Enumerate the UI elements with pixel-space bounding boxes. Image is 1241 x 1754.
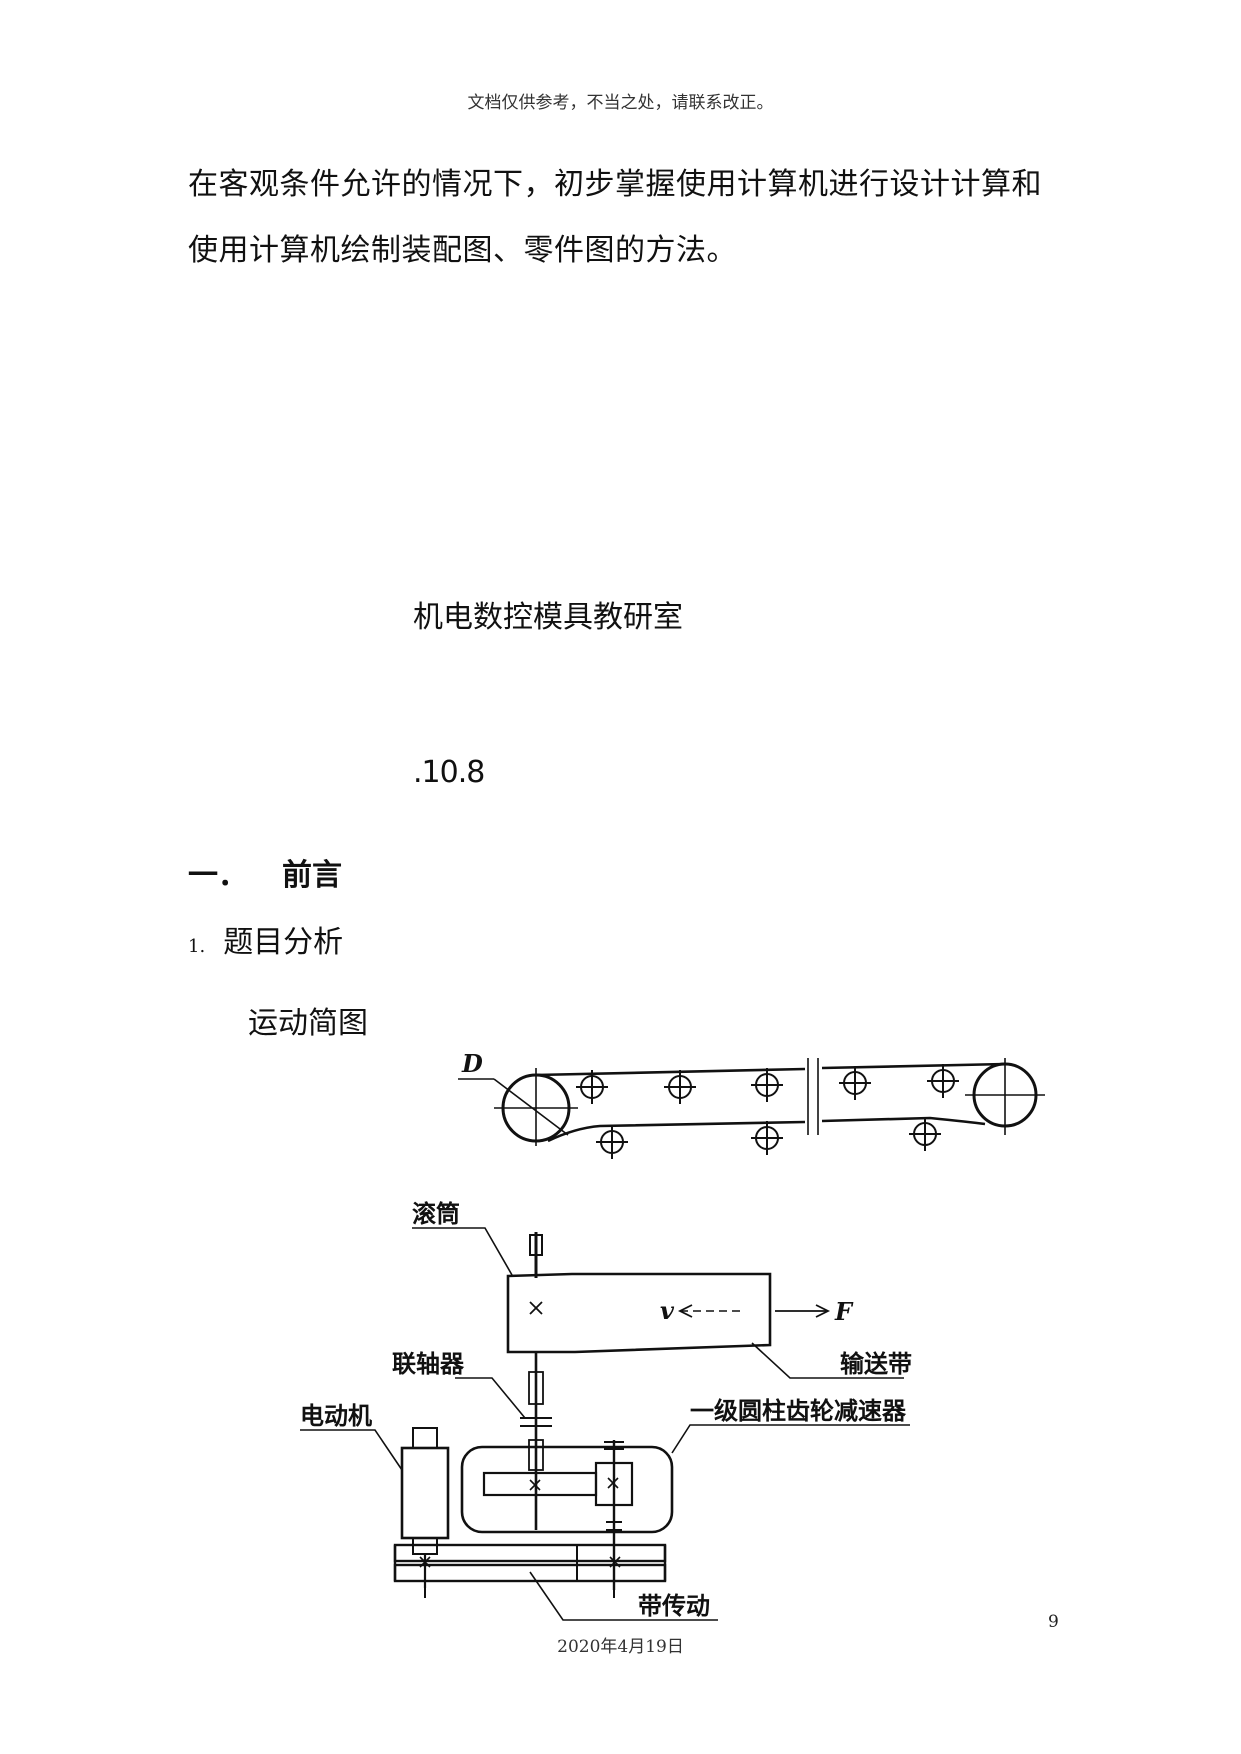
page-number: 9 (1048, 1612, 1059, 1632)
label-force: F (834, 1297, 854, 1326)
label-conveyor-belt: 输送带 (840, 1349, 912, 1378)
conveyor-layout (458, 1058, 1045, 1159)
subsection-heading: 1. 题目分析 (188, 917, 343, 961)
label-motor: 电动机 (300, 1401, 372, 1430)
figure-caption: 运动简图 (248, 1006, 368, 1041)
section-heading: 一． 前言 (188, 850, 342, 894)
intro-line-2: 使用计算机绘制装配图、零件图的方法。 (188, 233, 737, 268)
document-date: .10.8 (413, 755, 485, 790)
department-name: 机电数控模具教研室 (413, 600, 683, 635)
subsection-title: 题目分析 (223, 925, 344, 960)
label-drum: 滚筒 (412, 1199, 460, 1228)
subsection-number: 1. (188, 936, 206, 957)
label-diameter: D (461, 1049, 483, 1078)
section-number: 一． (188, 858, 248, 893)
label-reducer: 一级圆柱齿轮减速器 (690, 1396, 907, 1425)
intro-line-1: 在客观条件允许的情况下，初步掌握使用计算机进行设计计算和 (188, 167, 1042, 202)
label-belt-drive: 带传动 (638, 1591, 710, 1620)
label-velocity: v (660, 1296, 675, 1325)
label-coupling: 联轴器 (392, 1349, 465, 1378)
header-note: 文档仅供参考，不当之处，请联系改正。 (467, 93, 774, 113)
drive-system (300, 1227, 910, 1621)
section-title: 前言 (282, 858, 342, 893)
footer-date: 2020年4月19日 (557, 1637, 684, 1657)
